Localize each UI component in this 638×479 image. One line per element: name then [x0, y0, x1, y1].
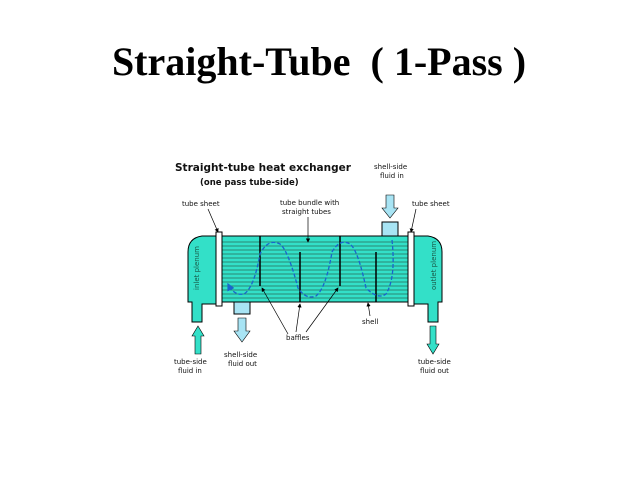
tube-sheet-left-label: tube sheet	[182, 200, 220, 208]
shell-side-out-label-2: fluid out	[228, 360, 257, 368]
shell-inlet-nozzle	[381, 221, 399, 237]
shell-outlet-nozzle	[233, 301, 251, 315]
shell-outlet-arrow-icon	[233, 317, 251, 343]
heat-exchanger-diagram: Straight-tube heat exchanger (one pass t…	[160, 150, 470, 390]
shell-inlet-arrow-icon	[381, 194, 399, 219]
inlet-plenum	[187, 235, 219, 323]
outlet-plenum-label: outlet plenum	[430, 241, 438, 290]
shell-body	[221, 235, 409, 303]
tube-sheet-left	[215, 231, 223, 307]
tube-sheet-right-label: tube sheet	[412, 200, 450, 208]
outlet-plenum	[411, 235, 443, 323]
baffles-leaders	[261, 287, 339, 335]
tube-side-out-label-1: tube-side	[418, 358, 451, 366]
tube-bundle	[218, 241, 412, 299]
tube-bundle-label-2: straight tubes	[282, 208, 331, 216]
tube-sheet-right	[407, 231, 415, 307]
tube-side-in-label-2: fluid in	[178, 367, 202, 375]
shell-leader	[366, 302, 371, 317]
shell-side-in-label-2: fluid in	[380, 172, 404, 180]
tube-bundle-label-1: tube bundle with	[280, 199, 339, 207]
tube-side-in-label-1: tube-side	[174, 358, 207, 366]
tube-side-in-arrow-icon	[191, 325, 205, 355]
baffles	[259, 236, 377, 302]
shell-flow-arrows	[227, 239, 394, 298]
baffles-label: baffles	[286, 334, 310, 342]
diagram-subtitle: (one pass tube-side)	[200, 178, 299, 188]
shell-side-out-label-1: shell-side	[224, 351, 257, 359]
inlet-plenum-label: inlet plenum	[193, 246, 201, 290]
heat-exchanger-svg: Straight-tube heat exchanger (one pass t…	[174, 162, 451, 375]
tube-sheet-right-leader	[409, 208, 417, 233]
slide-title: Straight-Tube ( 1-Pass )	[111, 39, 527, 84]
shell-label: shell	[362, 318, 378, 326]
shell-side-in-label-1: shell-side	[374, 163, 407, 171]
tube-sheet-left-leader	[207, 208, 219, 233]
tube-side-out-label-2: fluid out	[420, 367, 449, 375]
diagram-title: Straight-tube heat exchanger	[175, 162, 352, 174]
tube-side-out-arrow-icon	[426, 325, 440, 355]
